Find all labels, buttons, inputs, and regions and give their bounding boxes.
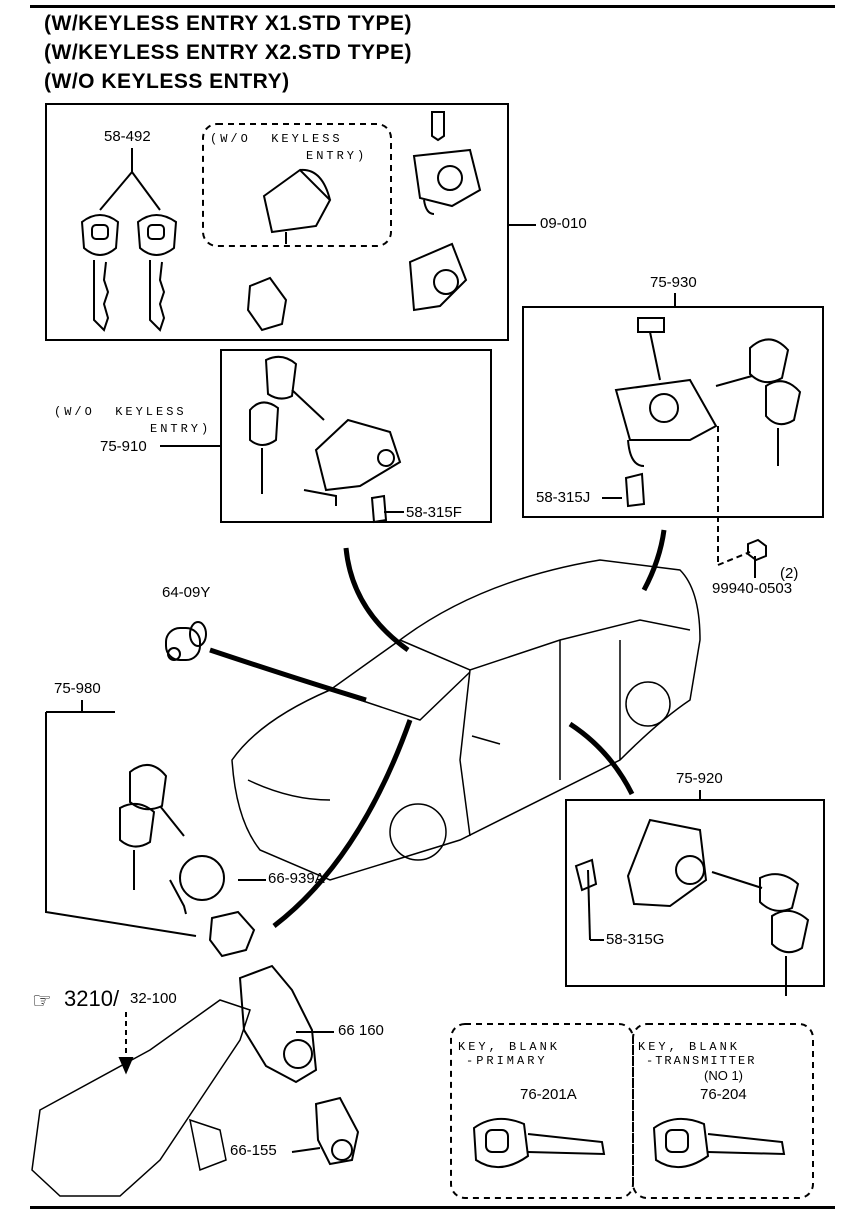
box-75-910 — [220, 349, 492, 523]
box-key-blank-primary — [450, 1023, 634, 1199]
cap-64-09Y-icon — [165, 621, 207, 661]
clip-58-315F-icon — [370, 494, 388, 524]
label-ref-32-100: 32-100 — [130, 990, 177, 1007]
label-99940-0503: 99940-0503 — [712, 580, 793, 597]
label-key-blank-primary-b: -PRIMARY — [466, 1054, 548, 1068]
lock-cylinder-75-910-icon — [303, 418, 402, 506]
steering-column-icon — [31, 999, 251, 1197]
label-75-930: 75-930 — [650, 274, 697, 291]
label-75-980: 75-980 — [54, 680, 101, 697]
box-09-010 — [45, 103, 509, 341]
key-icon-58-492-b — [136, 214, 178, 332]
label-66-155: 66-155 — [230, 1142, 277, 1159]
ignition-cylinder-66-155-icon — [314, 1096, 360, 1166]
label-58-315J: 58-315J — [536, 489, 591, 506]
nut-99940-0503-icon — [747, 538, 767, 562]
label-66-160: 66 160 — [338, 1022, 384, 1039]
clip-58-315G-icon — [574, 858, 598, 892]
ignition-switch-66-160-icon — [238, 964, 318, 1084]
key-icon-75-910-b — [249, 401, 280, 494]
trunk-lock-75-930-icon — [614, 317, 718, 467]
key-blank-transmitter-icon — [652, 1117, 786, 1168]
label-wo-keyless-1a: (W/O KEYLESS — [210, 132, 343, 146]
label-key-blank-tx-b: -TRANSMITTER — [646, 1054, 757, 1068]
label-wo-keyless-2a: (W/O KEYLESS — [54, 405, 187, 419]
key-icon-75-920-b — [771, 909, 810, 996]
key-blank-primary-icon — [472, 1117, 606, 1168]
label-75-910: 75-910 — [100, 438, 147, 455]
switch-plug-icon — [246, 276, 288, 332]
label-ref-3210: 3210/ — [64, 986, 120, 1011]
bracket-75-980 — [45, 712, 197, 937]
box-75-920 — [565, 799, 825, 987]
ignition-cylinder-icon-a — [408, 242, 468, 312]
key-icon-58-492-a — [80, 214, 120, 332]
label-58-492: 58-492 — [104, 128, 151, 145]
door-lock-75-920-icon — [626, 818, 708, 908]
switch-icon-75-980 — [208, 910, 256, 958]
bottom-rule — [30, 1206, 835, 1209]
ref-symbol-icon: ☞ — [32, 988, 52, 1013]
key-icon-75-930-a — [715, 338, 790, 387]
box-75-930 — [522, 306, 824, 518]
label-75-920: 75-920 — [676, 770, 723, 787]
key-icon-75-930-b — [765, 380, 802, 466]
label-58-315F: 58-315F — [406, 504, 462, 521]
clip-58-315J-icon — [624, 472, 646, 508]
door-lock-cylinder-icon — [262, 168, 332, 244]
label-76-204: 76-204 — [700, 1086, 747, 1103]
label-wo-keyless-2b: ENTRY) — [150, 422, 212, 436]
key-icon-75-910-a — [264, 355, 325, 421]
label-09-010: 09-010 — [540, 215, 587, 232]
top-rule — [30, 5, 835, 8]
label-76-201A: 76-201A — [520, 1086, 577, 1103]
label-99940-qty: (2) — [780, 565, 799, 582]
ring-66-939A-icon — [169, 855, 225, 915]
label-58-315G: 58-315G — [606, 931, 665, 948]
label-66-939A: 66-939A — [268, 870, 325, 887]
vehicle-outline-icon — [231, 559, 701, 881]
label-key-blank-primary-a: KEY, BLANK — [458, 1040, 561, 1054]
label-64-09Y: 64-09Y — [162, 584, 211, 601]
label-wo-keyless-1b: ENTRY) — [306, 149, 368, 163]
key-icon-75-980-b — [119, 802, 156, 890]
key-icon-75-980-a — [129, 764, 185, 837]
label-key-blank-tx-c: (NO 1) — [704, 1068, 743, 1083]
header-line-1: (W/KEYLESS ENTRY X1.STD TYPE) — [44, 12, 413, 35]
box-wo-keyless-inner — [202, 123, 392, 247]
header-line-2: (W/KEYLESS ENTRY X2.STD TYPE) — [44, 41, 413, 64]
header-line-3: (W/O KEYLESS ENTRY) — [44, 70, 290, 93]
trunk-lock-assembly-icon — [412, 111, 482, 215]
label-key-blank-tx-a: KEY, BLANK — [638, 1040, 741, 1054]
box-key-blank-transmitter — [632, 1023, 814, 1199]
key-icon-75-920-a — [711, 871, 800, 912]
